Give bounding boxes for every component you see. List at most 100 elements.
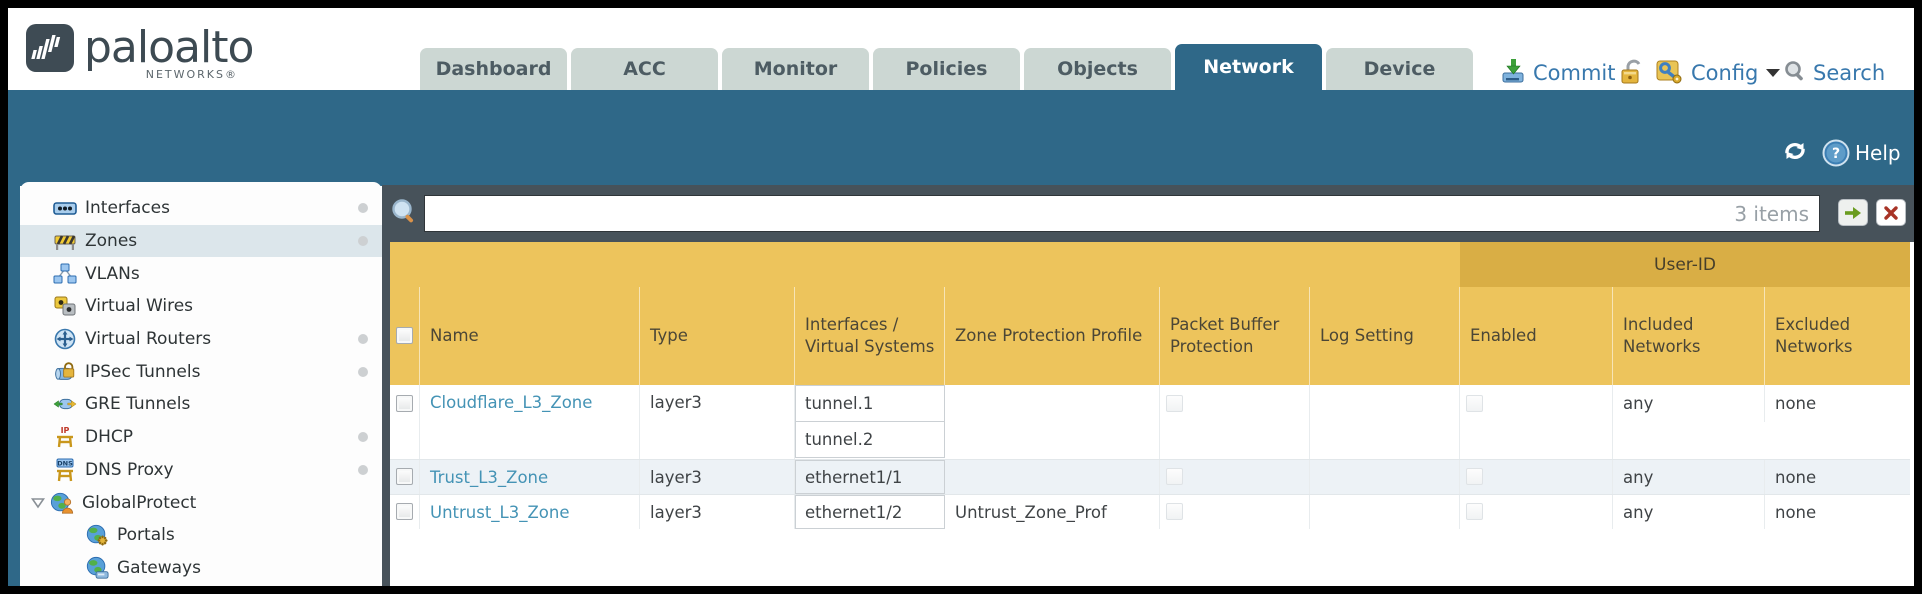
tab-objects[interactable]: Objects: [1024, 48, 1171, 90]
table-header: User-ID Name Type Interfaces / Virtual S…: [390, 242, 1910, 385]
config-icon: [1655, 56, 1685, 91]
zones-icon: [53, 230, 77, 252]
sidebar-item-dns-proxy[interactable]: DNS DNS Proxy: [20, 454, 382, 487]
refresh-icon[interactable]: [1782, 139, 1808, 168]
select-all-checkbox[interactable]: [396, 327, 413, 344]
gateways-icon: [85, 556, 109, 579]
commit-icon: [1500, 57, 1527, 89]
row-checkbox[interactable]: [396, 468, 413, 485]
zone-type-cell: layer3: [640, 460, 795, 494]
col-header-log-setting[interactable]: Log Setting: [1310, 287, 1460, 385]
sidebar-item-label: Virtual Routers: [85, 329, 212, 350]
user-id-enabled-checkbox[interactable]: [1466, 468, 1483, 485]
log-setting-cell: [1310, 495, 1460, 529]
tab-dashboard[interactable]: Dashboard: [420, 48, 567, 90]
svg-text:?: ?: [1832, 146, 1840, 162]
status-dot: [358, 203, 368, 214]
sidebar-item-label: Portals: [117, 525, 175, 546]
sidebar-item-zones[interactable]: Zones: [20, 224, 382, 258]
status-dot: [358, 464, 368, 475]
help-button[interactable]: ? Help: [1822, 139, 1901, 167]
dhcp-icon: IP: [53, 426, 77, 448]
left-dark-strip: [382, 242, 390, 586]
help-label: Help: [1855, 141, 1901, 165]
commit-button[interactable]: Commit: [1500, 58, 1616, 88]
row-checkbox[interactable]: [396, 503, 413, 520]
sidebar-item-interfaces[interactable]: Interfaces: [20, 192, 382, 225]
packet-buffer-protection-checkbox[interactable]: [1166, 503, 1183, 520]
ipsec-tunnels-icon: [53, 361, 77, 383]
expander-down-icon[interactable]: [30, 495, 46, 511]
sidebar-item-gre-tunnels[interactable]: GRE Tunnels: [20, 388, 382, 421]
zone-name-link[interactable]: Trust_L3_Zone: [430, 467, 549, 487]
search-button[interactable]: Search: [1783, 58, 1885, 88]
lock-icon[interactable]: [1616, 58, 1646, 92]
col-header-excluded-networks[interactable]: Excluded Networks: [1775, 314, 1853, 356]
packet-buffer-protection-checkbox[interactable]: [1166, 395, 1183, 412]
sidebar-item-label: Gateways: [117, 557, 201, 578]
teal-band: [8, 90, 1914, 186]
table-row: Untrust_L3_Zone layer3 ethernet1/2 Untru…: [390, 494, 1910, 529]
interface-cell: tunnel.1: [795, 385, 945, 422]
sidebar-item-ipsec-tunnels[interactable]: IPSec Tunnels: [20, 355, 382, 388]
zone-name-link[interactable]: Cloudflare_L3_Zone: [430, 393, 593, 412]
sidebar-item-globalprotect[interactable]: GlobalProtect: [20, 486, 382, 519]
sidebar-item-label: DHCP: [85, 427, 133, 448]
config-button[interactable]: Config: [1655, 56, 1781, 91]
user-id-enabled-checkbox[interactable]: [1466, 395, 1483, 412]
zone-protection-profile-cell: [945, 460, 1160, 494]
sidebar-item-virtual-routers[interactable]: Virtual Routers: [20, 323, 382, 356]
svg-text:IP: IP: [61, 426, 70, 435]
sidebar-item-vlans[interactable]: VLANs: [20, 257, 382, 290]
virtual-wires-icon: [53, 295, 77, 317]
table-row: Cloudflare_L3_Zone layer3 tunnel.1 tunne…: [390, 385, 1910, 459]
status-dot: [358, 236, 368, 247]
status-dot: [358, 366, 368, 377]
tab-acc[interactable]: ACC: [571, 48, 718, 90]
user-id-enabled-checkbox[interactable]: [1466, 503, 1483, 520]
brand-name: paloalto: [84, 22, 254, 73]
virtual-routers-icon: [53, 328, 77, 350]
globalprotect-icon: [50, 492, 74, 514]
included-networks-cell: any: [1613, 460, 1765, 494]
col-header-included-networks[interactable]: Included Networks: [1613, 287, 1765, 385]
packet-buffer-protection-checkbox[interactable]: [1166, 468, 1183, 485]
status-dot: [358, 334, 368, 345]
sidebar-item-dhcp[interactable]: IP DHCP: [20, 421, 382, 454]
col-header-interfaces[interactable]: Interfaces / Virtual Systems: [795, 287, 945, 385]
col-header-packet-buffer-protection[interactable]: Packet Buffer Protection: [1160, 287, 1310, 385]
clear-filter-button[interactable]: [1876, 199, 1906, 226]
sidebar-item-label: Interfaces: [85, 198, 170, 219]
col-header-name[interactable]: Name: [420, 287, 640, 385]
sidebar-item-portals[interactable]: Portals: [20, 519, 382, 552]
zones-table: User-ID Name Type Interfaces / Virtual S…: [390, 242, 1910, 529]
tab-device[interactable]: Device: [1326, 48, 1473, 90]
search-icon: [1783, 59, 1807, 88]
sidebar-item-virtual-wires[interactable]: Virtual Wires: [20, 290, 382, 323]
sidebar-item-label: DNS Proxy: [85, 459, 174, 480]
tab-monitor[interactable]: Monitor: [722, 48, 869, 90]
col-header-enabled[interactable]: Enabled: [1460, 287, 1613, 385]
filter-search-icon: [389, 197, 419, 231]
interfaces-icon: [53, 197, 77, 219]
search-label: Search: [1813, 61, 1886, 85]
brand-subtitle: NETWORKS®: [145, 68, 238, 81]
help-icon: ?: [1822, 139, 1850, 167]
zone-type-cell: layer3: [640, 385, 795, 459]
vlans-icon: [53, 263, 77, 285]
col-header-zone-protection-profile[interactable]: Zone Protection Profile: [945, 287, 1160, 385]
excluded-networks-cell: none: [1775, 467, 1817, 487]
zone-protection-profile-cell: [945, 385, 1160, 459]
col-header-type[interactable]: Type: [640, 287, 795, 385]
apply-filter-button[interactable]: [1838, 199, 1868, 226]
sidebar-item-gateways[interactable]: Gateways: [20, 552, 382, 585]
row-checkbox[interactable]: [396, 395, 413, 412]
filter-input[interactable]: [425, 196, 1819, 231]
items-count: 3 items: [1734, 202, 1809, 226]
tab-network[interactable]: Network: [1175, 44, 1322, 90]
zone-name-link[interactable]: Untrust_L3_Zone: [430, 502, 570, 522]
excluded-networks-cell: none: [1775, 394, 1817, 413]
tab-policies[interactable]: Policies: [873, 48, 1020, 90]
filter-toolbar: 3 items: [382, 185, 1914, 242]
